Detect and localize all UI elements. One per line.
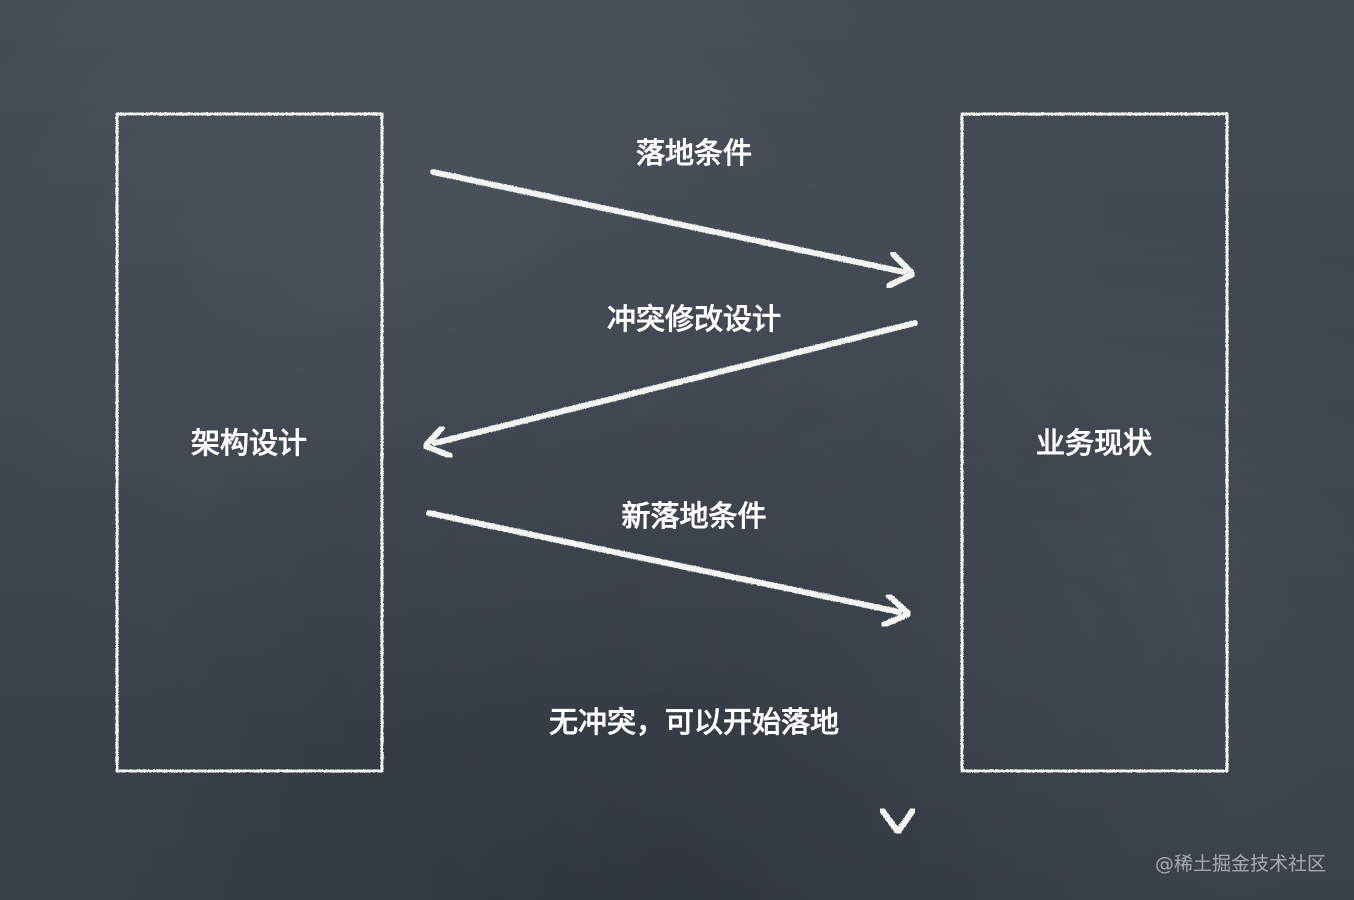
right-box: 业务现状 [960,112,1229,773]
left-box-label: 架构设计 [191,426,307,460]
arrow-to-architecture: 冲突修改设计 [422,302,918,459]
arrow-label-landing-conditions: 落地条件 [636,136,752,170]
left-box-frame [115,112,384,773]
right-box-label: 业务现状 [1036,426,1153,460]
right-box-frame [960,112,1229,773]
arrow-start-landing: 无冲突，可以开始落地 [549,654,916,835]
arrow-label-new-landing-conditions: 新落地条件 [621,499,766,533]
arrow-head-icon [880,593,912,628]
arrow-line [432,320,918,446]
arrow-label-no-conflict-start: 无冲突，可以开始落地 [549,705,839,739]
arrow-new-conditions: 新落地条件 [426,499,912,628]
arrow-line [426,510,902,615]
left-box: 架构设计 [115,112,384,773]
arrow-head-icon [422,425,454,459]
arrow-head-icon [885,251,916,289]
arrow-to-business: 落地条件 [430,136,916,289]
watermark: @稀土掘金技术社区 [1154,853,1326,875]
arrow-head-icon [879,807,916,835]
arrow-line [430,169,907,275]
arrow-label-conflict-revise-design: 冲突修改设计 [607,302,781,336]
